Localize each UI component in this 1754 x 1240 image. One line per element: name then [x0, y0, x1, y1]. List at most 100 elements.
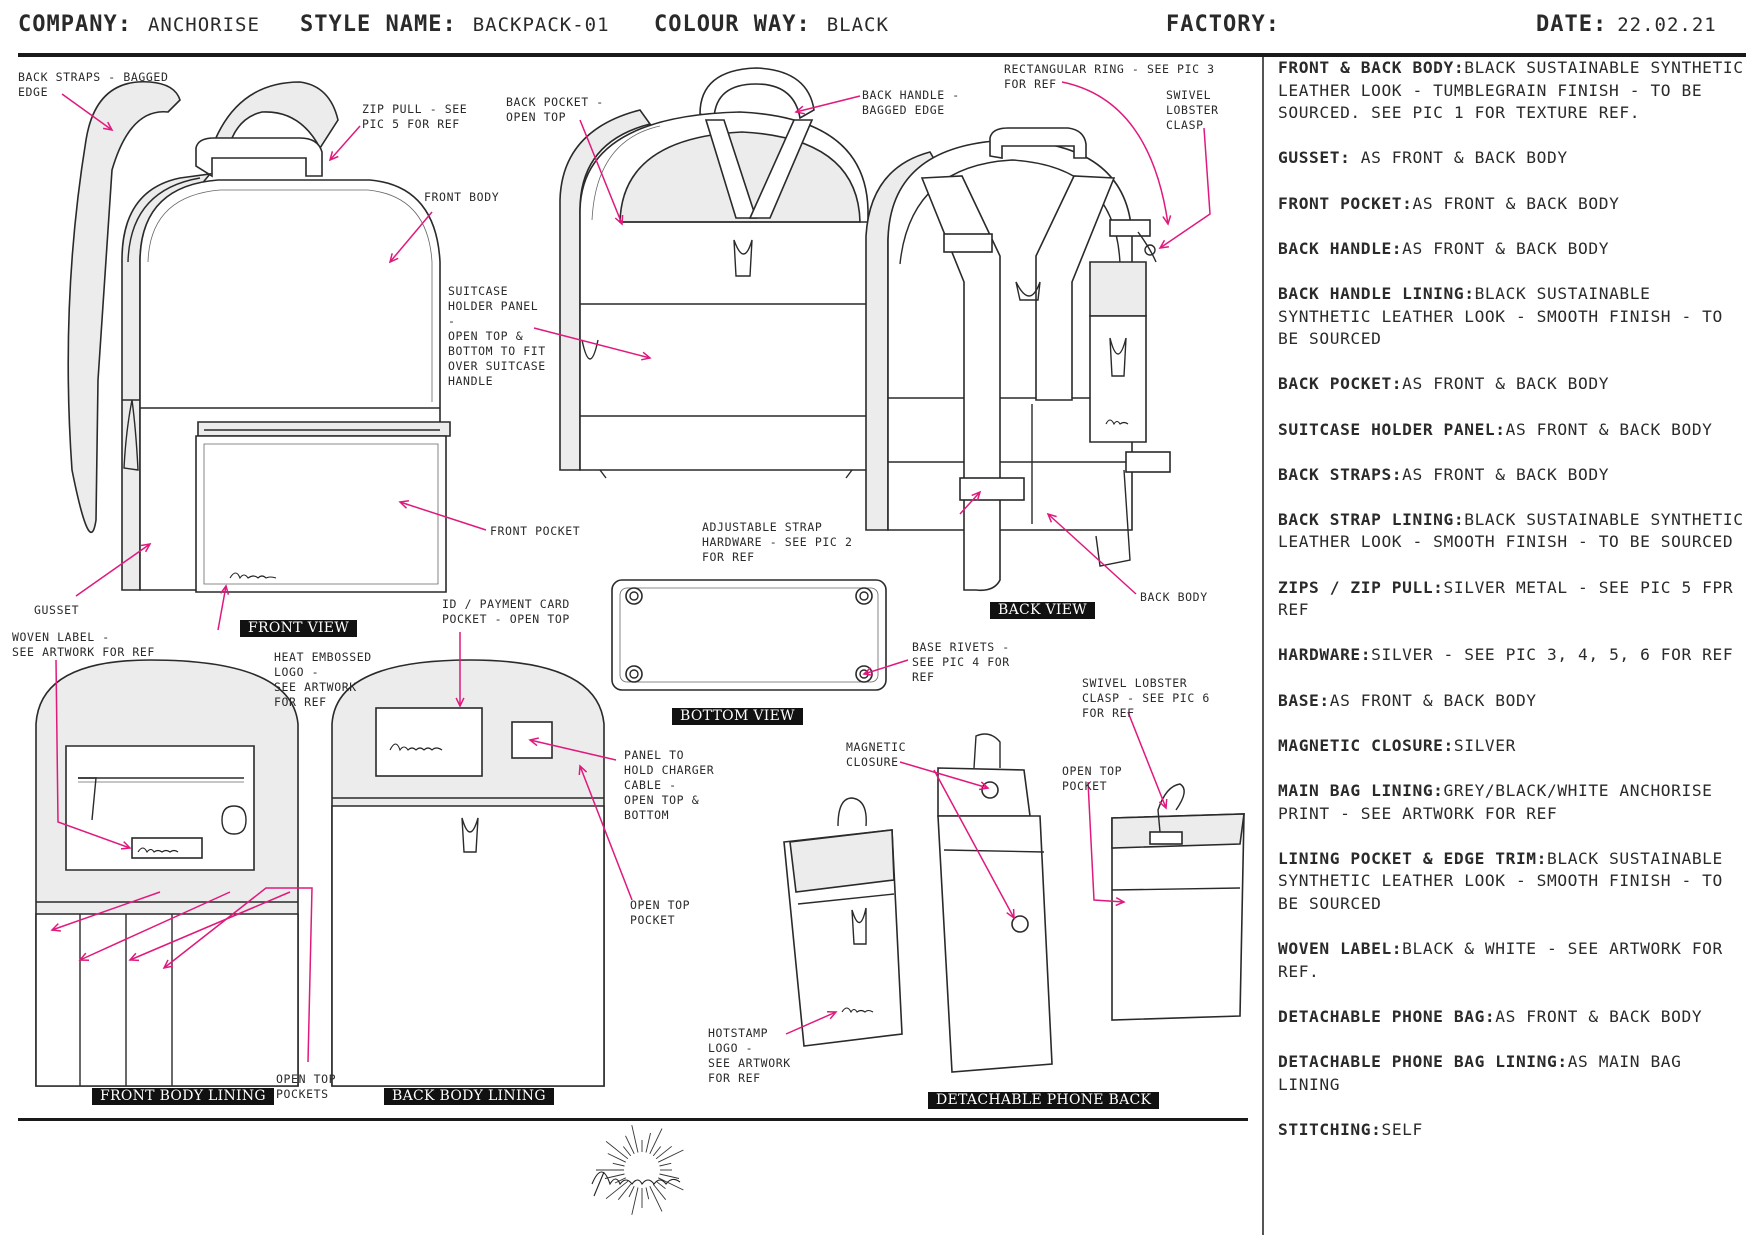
callout-arrowhead	[120, 841, 132, 850]
spec-item: DETACHABLE PHONE BAG LINING:AS MAIN BAG …	[1278, 1051, 1748, 1096]
callout-arrowhead	[1158, 239, 1170, 249]
callout-arrow	[785, 1011, 837, 1035]
callout-gusset: GUSSET	[34, 603, 80, 617]
callout-arrowhead	[971, 490, 982, 501]
callout-front-body: FRONT BODY	[424, 190, 500, 204]
back-lining-open-pocket	[331, 805, 605, 1087]
spec-value: BLACK SUSTAINABLE SYNTHETIC LEATHER LOOK…	[1278, 848, 1723, 913]
spec-key: BASE:	[1278, 690, 1330, 710]
front-top-handle	[195, 137, 323, 178]
callout-arrowhead	[140, 543, 152, 553]
spec-value: AS FRONT & BACK BODY	[1495, 1006, 1703, 1026]
bottom-view-drawing	[611, 579, 887, 691]
column-divider	[1262, 57, 1264, 1235]
bottom-base	[611, 579, 887, 691]
spec-item: STITCHING:SELF	[1278, 1119, 1748, 1142]
spec-key: BACK POCKET:	[1278, 374, 1403, 394]
callout-heat-embossed-logo: HEAT EMBOSSED LOGO - SEE ARTWORK FOR REF	[274, 650, 372, 709]
callout-arrowhead	[1046, 512, 1057, 523]
front-view-title: FRONT VIEW	[240, 620, 358, 637]
callout-arrowhead	[128, 952, 140, 962]
spec-item: BACK STRAPS:AS FRONT & BACK BODY	[1278, 464, 1748, 487]
callout-arrow	[329, 125, 361, 161]
callout-arrow	[1127, 711, 1167, 809]
bottom-view-title: BOTTOM VIEW	[672, 708, 803, 725]
style-name-key: STYLE NAME:	[300, 12, 457, 37]
sunburst-ray	[655, 1145, 672, 1160]
callout-arrowhead	[641, 351, 652, 361]
front-view-drawing	[67, 81, 451, 593]
callout-arrow	[899, 761, 989, 789]
callout-adjustable-strap: ADJUSTABLE STRAP HARDWARE - SEE PIC 2 FO…	[702, 520, 853, 564]
date-key: DATE:	[1536, 12, 1608, 37]
spec-item: SUITCASE HOLDER PANEL:AS FRONT & BACK BO…	[1278, 419, 1748, 442]
spec-key: BACK STRAP LINING:	[1278, 509, 1465, 529]
callout-arrowhead	[1162, 215, 1172, 226]
sunburst-ray	[604, 1173, 625, 1179]
spec-value: SILVER METAL - SEE PIC 5 FPR REF	[1278, 577, 1734, 620]
callout-arrow	[863, 659, 909, 675]
sunburst-ray	[658, 1177, 684, 1191]
callout-arrow	[1061, 81, 1169, 225]
technical-drawings	[35, 67, 1245, 1215]
callout-arrowhead	[328, 151, 339, 162]
company-value: ANCHORISE	[147, 14, 260, 36]
spec-key: LINING POCKET & EDGE TRIM:	[1278, 848, 1547, 868]
callout-arrows	[50, 81, 1211, 1063]
callout-id-card-pocket: ID / PAYMENT CARD POCKET - OPEN TOP	[442, 597, 570, 626]
sunburst-ray	[612, 1162, 625, 1167]
front-body-lining-title: FRONT BODY LINING	[92, 1088, 274, 1105]
factory-field: FACTORY:	[1166, 12, 1296, 37]
callout-zip-pull: ZIP PULL - SEE PIC 5 FOR REF	[362, 102, 468, 131]
back-view-handle	[989, 127, 1087, 159]
front-lining-lower-pockets	[35, 913, 299, 1087]
sunburst-ray	[652, 1146, 662, 1157]
spec-item: GUSSET: AS FRONT & BACK BODY	[1278, 147, 1748, 170]
factory-key: FACTORY:	[1166, 12, 1280, 37]
sunburst-ray	[605, 1180, 629, 1200]
sunburst-ray	[622, 1146, 632, 1157]
callout-arrow	[55, 659, 131, 849]
spec-key: FRONT & BACK BODY:	[1278, 58, 1465, 77]
sunburst-ray	[625, 1135, 635, 1154]
front-lining-zip-pocket	[65, 745, 255, 871]
woven-label	[131, 837, 203, 859]
sunburst-ray	[649, 1186, 663, 1212]
company-key: COMPANY:	[18, 12, 132, 37]
callout-arrowhead	[978, 781, 990, 791]
spec-item: BACK STRAP LINING:BLACK SUSTAINABLE SYNT…	[1278, 509, 1748, 554]
spec-key: BACK HANDLE LINING:	[1278, 283, 1475, 303]
spec-value: AS MAIN BAG LINING	[1278, 1052, 1682, 1094]
spec-value: AS FRONT & BACK BODY	[1329, 690, 1537, 710]
callout-arrowhead	[578, 764, 588, 776]
spec-key: STITCHING:	[1278, 1119, 1382, 1139]
base-rivet	[625, 587, 643, 605]
sunburst-ray	[631, 1187, 639, 1215]
spec-value: BLACK SUSTAINABLE SYNTHETIC LEATHER LOOK…	[1278, 283, 1723, 349]
front-body-lining-drawing	[35, 659, 299, 1087]
callout-arrowhead	[1158, 798, 1168, 810]
spec-key: HARDWARE:	[1278, 645, 1372, 665]
callout-arrowhead	[162, 959, 173, 970]
spec-item: BACK HANDLE:AS FRONT & BACK BODY	[1278, 238, 1748, 261]
callout-arrowhead	[826, 1010, 838, 1020]
callout-arrowhead	[455, 697, 465, 708]
callout-arrowhead	[528, 737, 539, 747]
sunburst-ray	[617, 1183, 632, 1200]
adjustable-strap-buckle	[959, 477, 1025, 501]
callout-arrowhead	[794, 105, 805, 115]
lower-strap-ring	[1125, 451, 1171, 473]
spec-value: SILVER	[1453, 735, 1516, 755]
spec-item: BASE:AS FRONT & BACK BODY	[1278, 690, 1748, 713]
spec-key: DETACHABLE PHONE BAG LINING:	[1278, 1052, 1568, 1072]
spec-value: AS FRONT & BACK BODY	[1412, 193, 1620, 213]
callout-rectangular-ring: RECTANGULAR RING - SEE PIC 3 FOR REF	[1004, 62, 1215, 91]
callout-arrow	[933, 769, 1015, 919]
callout-back-pocket: BACK POCKET - OPEN TOP	[506, 95, 604, 124]
spec-value: AS FRONT & BACK BODY	[1402, 374, 1610, 394]
callout-arrow	[399, 501, 487, 531]
spec-item: MAGNETIC CLOSURE:SILVER	[1278, 735, 1748, 758]
spec-item: HARDWARE:SILVER - SEE PIC 3, 4, 5, 6 FOR…	[1278, 644, 1748, 667]
spec-item: DETACHABLE PHONE BAG:AS FRONT & BACK BOD…	[1278, 1006, 1748, 1029]
callout-arrowhead	[50, 923, 61, 932]
